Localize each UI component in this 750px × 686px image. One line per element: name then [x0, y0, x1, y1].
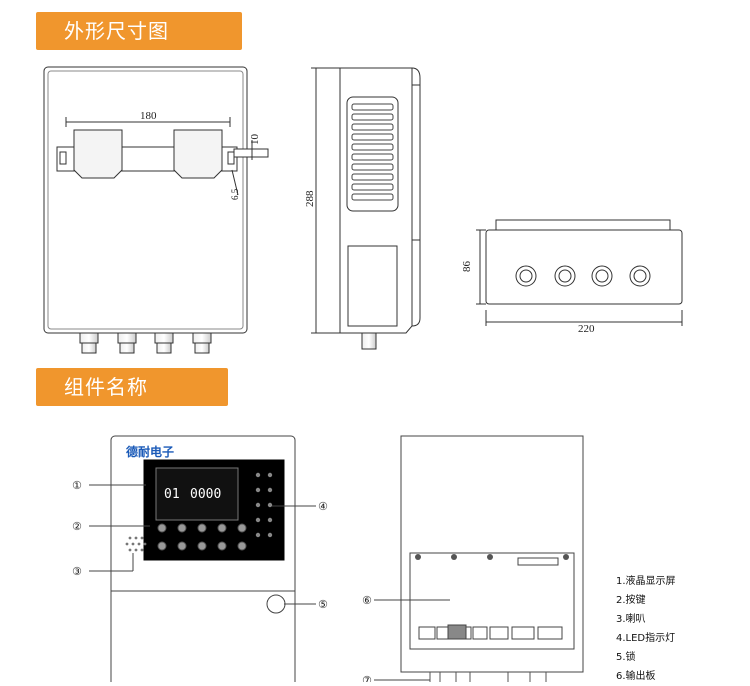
dim-height: 288 [304, 190, 316, 207]
legend-item: 1.液晶显示屏 [616, 576, 676, 587]
component-legend: 1.液晶显示屏 2.按键 3.喇叭 4.LED指示灯 5.锁 6.输出板 [616, 572, 676, 686]
callout-6: ⑥ [362, 594, 372, 607]
brand-logo-text: 德耐电子 [126, 444, 174, 459]
legend-item: 3.喇叭 [616, 614, 646, 625]
device-front-panel [89, 435, 316, 682]
dim-bracket-thickness: 10 [249, 134, 261, 146]
callout-2: ② [72, 520, 82, 533]
components-section-title: 组件名称 [36, 368, 228, 406]
dim-hole-spacing: 180 [140, 110, 157, 122]
dim-depth: 86 [461, 261, 473, 273]
dim-width: 220 [578, 323, 595, 335]
callout-1: ① [72, 479, 82, 492]
callout-5: ⑤ [318, 598, 328, 611]
device-inside-view [374, 435, 584, 682]
legend-item: 6.输出板 [616, 671, 656, 682]
callout-3: ③ [72, 565, 82, 578]
legend-item: 5.锁 [616, 652, 636, 663]
dim-hole-diameter: 6.5 [230, 188, 240, 200]
callout-4: ④ [318, 500, 328, 513]
bottom-view [476, 219, 683, 326]
legend-item: 4.LED指示灯 [616, 633, 676, 644]
display-readout-right: 0000 [190, 487, 221, 502]
side-view [311, 67, 421, 350]
legend-item: 2.按键 [616, 595, 646, 606]
callout-7: ⑦ [362, 674, 372, 682]
display-readout-left: 01 [164, 487, 180, 502]
dimensions-section-title: 外形尺寸图 [36, 12, 242, 50]
front-view [43, 66, 269, 354]
